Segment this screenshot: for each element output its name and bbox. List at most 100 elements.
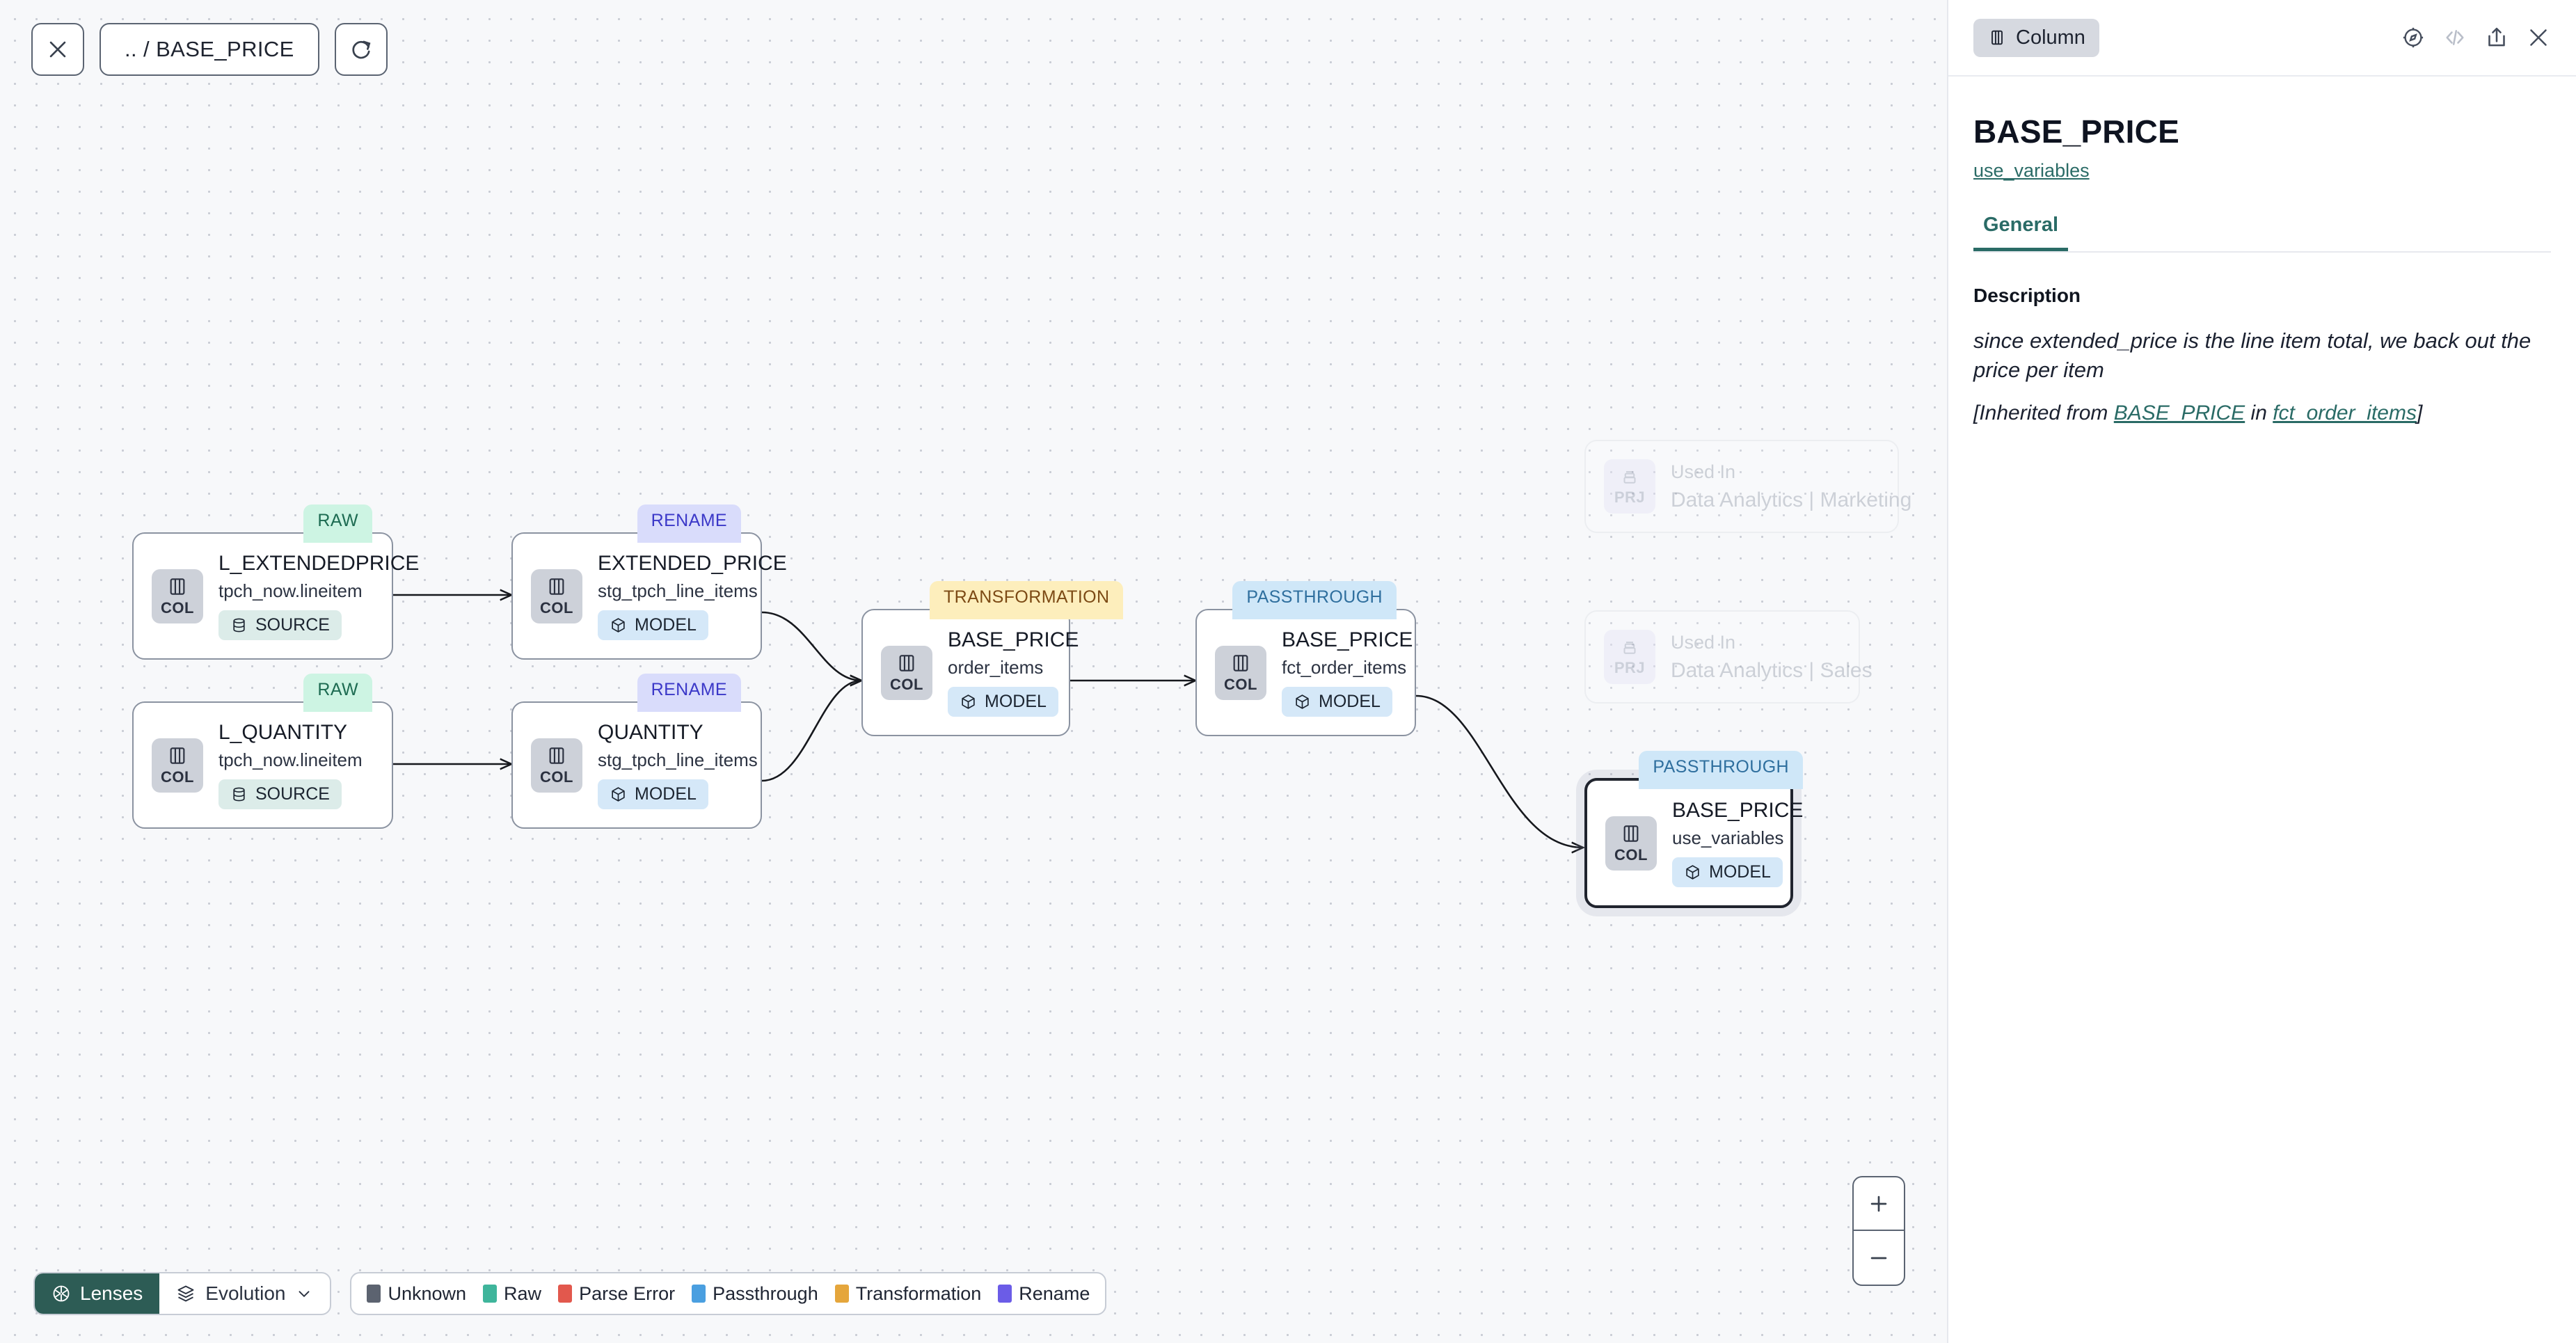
tab-general[interactable]: General xyxy=(1973,214,2068,251)
panel-title: BASE_PRICE xyxy=(1973,113,2179,150)
chip-label: PRJ xyxy=(1614,488,1646,506)
share-icon-button[interactable] xyxy=(2484,25,2509,50)
lineage-node-selected[interactable]: PASSTHROUGH COL BASE_PRICE use_variables… xyxy=(1584,751,1803,908)
column-icon xyxy=(899,654,914,672)
lineage-node[interactable]: TRANSFORMATION COL BASE_PRICE order_item… xyxy=(861,581,1124,736)
aperture-icon xyxy=(53,1285,70,1302)
lenses-button[interactable]: Lenses xyxy=(35,1273,160,1314)
node-badge-label: SOURCE xyxy=(255,784,330,804)
legend-swatch xyxy=(834,1285,849,1303)
legend-swatch xyxy=(692,1285,706,1303)
lineage-node[interactable]: RAW COL L_QUANTITY tpch_now.lineitem SOU… xyxy=(132,674,393,829)
stacked-boxes-icon xyxy=(1623,471,1636,484)
chip-label: COL xyxy=(161,768,194,786)
code-icon-button[interactable] xyxy=(2442,25,2467,50)
legend-label: Parse Error xyxy=(579,1282,676,1304)
node-tag: TRANSFORMATION xyxy=(930,581,1124,619)
lineage-node[interactable]: PASSTHROUGH COL BASE_PRICE fct_order_ite… xyxy=(1195,581,1416,736)
node-title: L_EXTENDEDPRICE xyxy=(218,552,420,575)
column-icon-chip: COL xyxy=(152,569,203,623)
inherited-model-link[interactable]: fct_order_items xyxy=(2273,402,2417,425)
panel-tabs: General xyxy=(1973,214,2551,253)
share-icon xyxy=(2488,27,2505,47)
chevron-down-icon xyxy=(299,1291,310,1298)
zoom-controls xyxy=(1852,1176,1905,1286)
zoom-in-button[interactable] xyxy=(1854,1177,1904,1231)
database-icon xyxy=(233,618,245,633)
node-tag: RENAME xyxy=(637,504,741,543)
node-tag: RENAME xyxy=(637,674,741,712)
code-icon xyxy=(2446,30,2464,45)
used-in-value: Data Analytics | Marketing xyxy=(1671,488,1912,511)
cube-icon xyxy=(612,618,625,633)
compass-icon-button[interactable] xyxy=(2401,25,2426,50)
node-badge-label: MODEL xyxy=(1319,692,1381,711)
inherited-mid: in xyxy=(2245,402,2273,425)
lineage-node[interactable]: RENAME COL EXTENDED_PRICE stg_tpch_line_… xyxy=(511,504,787,660)
inherited-suffix: ] xyxy=(2416,402,2423,425)
canvas-toolbar: .. / BASE_PRICE xyxy=(31,23,388,76)
used-in-card[interactable]: PRJ Used In Data Analytics | Marketing xyxy=(1584,440,1911,533)
legend-label: Passthrough xyxy=(713,1282,818,1304)
column-icon xyxy=(1233,654,1248,672)
node-subtitle: fct_order_items xyxy=(1282,657,1407,678)
legend-item[interactable]: Raw xyxy=(483,1283,541,1305)
legend-swatch xyxy=(367,1285,381,1303)
lenses-group: Lenses Evolution xyxy=(33,1272,332,1315)
entity-type-pill[interactable]: Column xyxy=(1973,18,2099,57)
node-badge-label: MODEL xyxy=(1709,862,1771,882)
breadcrumb-button[interactable]: .. / BASE_PRICE xyxy=(100,23,319,76)
column-icon xyxy=(549,747,564,764)
node-badge-label: MODEL xyxy=(635,784,697,804)
chip-label: PRJ xyxy=(1614,659,1646,676)
node-badge-label: MODEL xyxy=(985,692,1047,711)
cube-icon xyxy=(1296,694,1309,709)
column-icon xyxy=(1623,825,1639,842)
refresh-button[interactable] xyxy=(334,23,388,76)
legend-item[interactable]: Transformation xyxy=(834,1283,981,1305)
chip-label: COL xyxy=(540,598,573,617)
inherited-note: [Inherited from BASE_PRICE in fct_order_… xyxy=(1948,385,2576,425)
close-icon xyxy=(2530,29,2547,46)
node-badge: SOURCE xyxy=(218,779,342,809)
close-icon xyxy=(49,41,66,58)
used-in-card[interactable]: PRJ Used In Data Analytics | Sales xyxy=(1584,610,1873,704)
panel-model-link[interactable]: use_variables xyxy=(1973,160,2090,181)
lineage-node[interactable]: RENAME COL QUANTITY stg_tpch_line_items … xyxy=(511,674,762,829)
evolution-dropdown[interactable]: Evolution xyxy=(159,1273,330,1314)
legend-swatch xyxy=(998,1285,1012,1303)
column-icon xyxy=(170,747,185,764)
chip-label: COL xyxy=(540,768,573,786)
legend-item[interactable]: Passthrough xyxy=(692,1283,818,1305)
details-panel: Column xyxy=(1947,0,2576,1343)
node-title: BASE_PRICE xyxy=(948,628,1079,651)
column-icon xyxy=(170,578,185,595)
node-badge: MODEL xyxy=(598,779,708,809)
node-tag: RAW xyxy=(303,674,372,712)
node-tag: PASSTHROUGH xyxy=(1232,581,1397,619)
legend-label: Rename xyxy=(1019,1282,1090,1304)
panel-header: Column xyxy=(1948,0,2576,77)
close-panel-button[interactable] xyxy=(2526,25,2551,50)
legend-item[interactable]: Unknown xyxy=(367,1283,466,1305)
column-icon-chip: COL xyxy=(1605,816,1657,871)
plus-icon xyxy=(1870,1195,1887,1211)
cube-icon xyxy=(1686,865,1699,880)
legend-item[interactable]: Parse Error xyxy=(558,1283,675,1305)
used-in-value: Data Analytics | Sales xyxy=(1671,658,1873,682)
zoom-out-button[interactable] xyxy=(1854,1231,1904,1285)
legend-item[interactable]: Rename xyxy=(998,1283,1090,1305)
lineage-legend: Unknown Raw Parse Error Passthrough Tran… xyxy=(350,1272,1107,1315)
node-subtitle: order_items xyxy=(948,657,1044,678)
stacked-boxes-icon xyxy=(1623,642,1636,654)
node-subtitle: use_variables xyxy=(1672,827,1784,848)
lenses-label: Lenses xyxy=(80,1282,143,1304)
inherited-column-link[interactable]: BASE_PRICE xyxy=(2113,402,2245,425)
legend-swatch xyxy=(558,1285,573,1303)
lineage-canvas[interactable]: .. / BASE_PRICE xyxy=(0,0,1947,1343)
column-icon-chip: COL xyxy=(152,738,203,793)
close-button[interactable] xyxy=(31,23,84,76)
panel-model-link-wrap: use_variables xyxy=(1948,150,2576,182)
column-icon-chip: COL xyxy=(531,738,582,793)
lineage-node[interactable]: RAW COL L_EXTENDEDPRICE tpch_now.lineite… xyxy=(132,504,419,660)
